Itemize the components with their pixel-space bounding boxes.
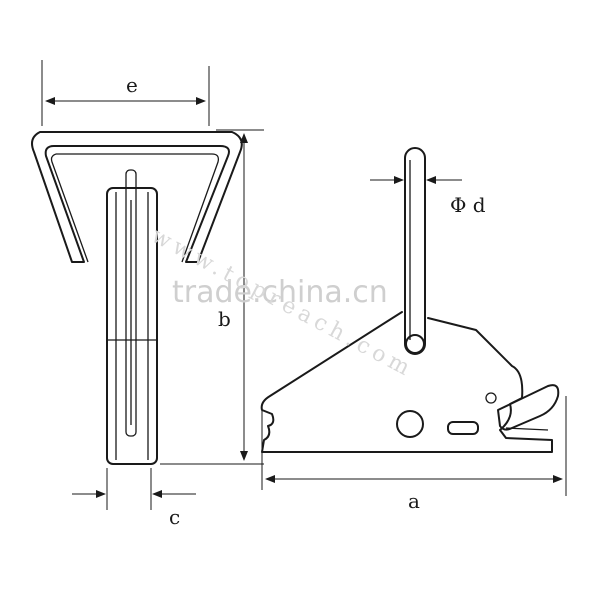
clamp-slot xyxy=(447,421,479,435)
dimension-e: e xyxy=(41,60,210,126)
handle-outer xyxy=(31,131,243,263)
clamp-body xyxy=(260,311,553,453)
label-e: e xyxy=(126,73,138,97)
watermark-main: trade.china.cn xyxy=(172,275,388,310)
dimension-d: Φ d xyxy=(370,176,486,217)
clip-body xyxy=(106,187,158,465)
label-a: a xyxy=(408,489,420,513)
clip-center-plate xyxy=(125,169,137,437)
label-c: c xyxy=(169,505,180,529)
side-view xyxy=(31,131,243,465)
dimension-b: b xyxy=(160,129,264,465)
label-b: b xyxy=(218,307,231,331)
latch-lever xyxy=(497,384,560,431)
front-view xyxy=(260,147,560,453)
dimension-a: a xyxy=(261,396,567,513)
clamp-hole xyxy=(396,410,424,438)
rod xyxy=(404,147,426,355)
dimension-c: c xyxy=(72,468,196,529)
handle-inner xyxy=(56,153,220,263)
label-d: Φ d xyxy=(450,193,486,217)
